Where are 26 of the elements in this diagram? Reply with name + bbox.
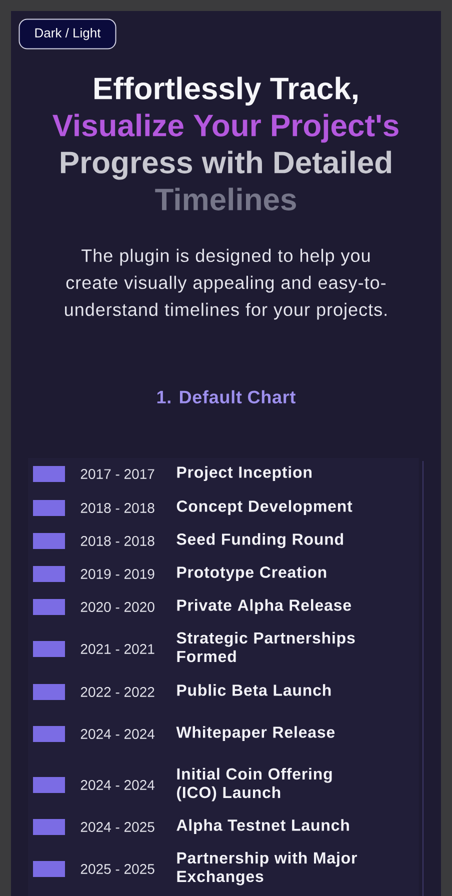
page-heading: Effortlessly Track, Visualize Your Project's Progress with Detailed Timelines [52,76,398,210]
date-range: 2024 - 2024 [80,729,154,739]
date-range: 2021 - 2021 [80,644,154,654]
milestone-title: Prototype Creation [177,566,326,582]
milestone-title: Whitepaper Release [176,726,335,742]
milestone-title: Strategic Partnerships Formed [176,632,355,662]
date-range: 2018 - 2018 [80,536,154,546]
date-range: 2022 - 2022 [80,687,154,697]
toggle-button: Dark / Light [18,18,116,50]
date-range: 2024 - 2025 [80,822,154,832]
date-range: 2018 - 2018 [80,503,154,513]
date-range: 2017 - 2017 [80,469,154,479]
milestone-title: Private Alpha Release [177,599,351,614]
date-range: 2024 - 2024 [80,780,154,790]
milestone-title: Project Inception [177,466,312,482]
intro-paragraph: The plugin is designed to help you create visually appealing and easy-to-understand timelines for your projects. [65,248,386,320]
milestone-title: Alpha Testnet Launch [176,819,349,834]
date-range: 2025 - 2025 [80,864,154,874]
milestone-title: Seed Funding Round [176,533,343,548]
date-range: 2019 - 2019 [80,569,154,579]
milestone-title: Partnership with Major Exchanges [177,852,357,886]
milestone-title: Initial Coin Offering (ICO) Launch [177,768,332,802]
section-heading: 1. Default Chart [157,390,296,404]
milestone-title: Concept Development [176,500,352,516]
milestone-title: Public Beta Launch [177,684,331,696]
date-range: 2020 - 2020 [80,602,154,612]
